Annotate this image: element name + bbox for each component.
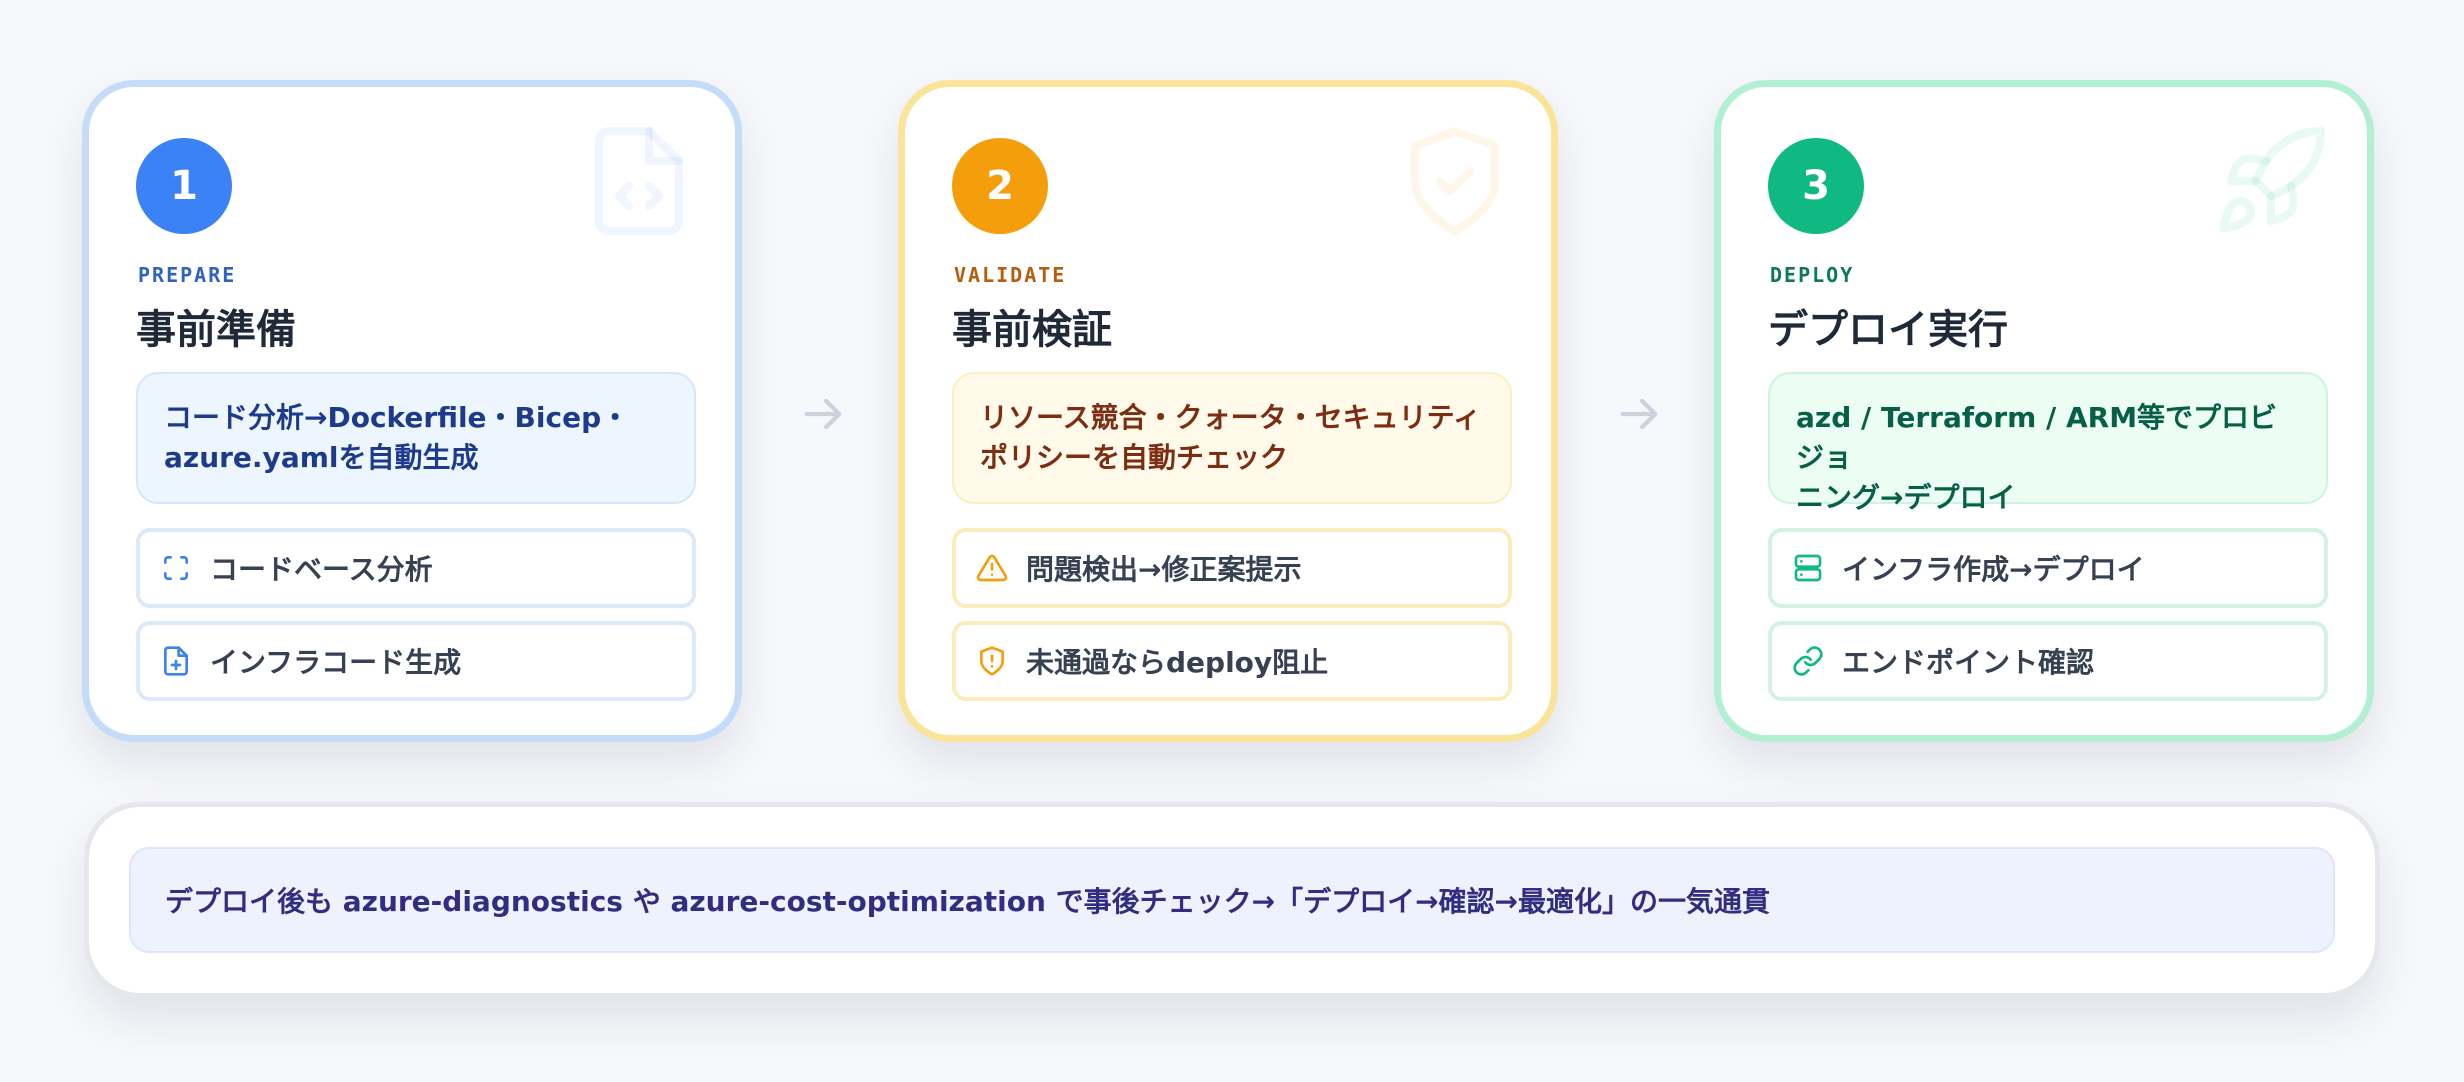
step-card-prepare: 1 PREPARE 事前準備 コード分析→Dockerfile・Bicep・ a… <box>82 80 742 742</box>
file-code-icon <box>595 127 683 235</box>
description-line: コード分析→Dockerfile・Bicep・ <box>164 401 630 434</box>
summary-panel: デプロイ後も azure-diagnostics や azure-cost-op… <box>84 802 2380 998</box>
description-line: azure.yamlを自動生成 <box>164 441 479 474</box>
step-title: 事前検証 <box>952 307 1112 353</box>
step-number: 3 <box>1768 138 1864 234</box>
step-title: デプロイ実行 <box>1768 307 2008 353</box>
feature-label: インフラコード生成 <box>210 646 462 679</box>
feature-item: 問題検出→修正案提示 <box>952 528 1512 608</box>
rocket-icon <box>2219 126 2325 233</box>
description-line: ポリシーを自動チェック <box>980 441 1289 474</box>
feature-item: コードベース分析 <box>136 528 696 608</box>
feature-item: 未通過ならdeploy阻止 <box>952 621 1512 701</box>
step-tag: VALIDATE <box>954 263 1067 287</box>
step-number: 2 <box>952 138 1048 234</box>
description-line: azd / Terraform / ARM等でプロビジョ <box>1796 401 2278 474</box>
step-number: 1 <box>136 138 232 234</box>
step-description: コード分析→Dockerfile・Bicep・ azure.yamlを自動生成 <box>136 372 696 504</box>
summary-text: デプロイ後も azure-diagnostics や azure-cost-op… <box>129 847 2335 953</box>
feature-label: 未通過ならdeploy阻止 <box>1026 646 1329 679</box>
shield-check-icon <box>1411 127 1499 235</box>
feature-item: インフラコード生成 <box>136 621 696 701</box>
feature-label: コードベース分析 <box>210 553 433 586</box>
step-description: azd / Terraform / ARM等でプロビジョ ニング→デプロイ <box>1768 372 2328 514</box>
step-tag: PREPARE <box>138 263 237 287</box>
step-card-deploy: 3 DEPLOY デプロイ実行 azd / Terraform / ARM等でプ… <box>1714 80 2374 742</box>
step-description: リソース競合・クォータ・セキュリティ ポリシーを自動チェック <box>952 372 1512 504</box>
feature-label: エンドポイント確認 <box>1842 646 2095 679</box>
step-card-validate: 2 VALIDATE 事前検証 リソース競合・クォータ・セキュリティ ポリシーを… <box>898 80 1558 742</box>
link-icon <box>1793 646 1823 676</box>
warning-triangle-icon <box>976 554 1008 582</box>
shield-alert-icon <box>980 646 1004 676</box>
arrow-right-icon <box>804 398 842 430</box>
scan-icon <box>164 556 188 580</box>
feature-item: インフラ作成→デプロイ <box>1768 528 2328 608</box>
file-plus-icon <box>164 646 188 676</box>
step-title: 事前準備 <box>136 307 296 353</box>
description-line: ニング→デプロイ <box>1796 481 2016 514</box>
feature-label: 問題検出→修正案提示 <box>1026 553 1302 586</box>
description-line: リソース競合・クォータ・セキュリティ <box>980 401 1481 434</box>
feature-label: インフラ作成→デプロイ <box>1842 553 2145 586</box>
arrow-right-icon <box>1620 398 1658 430</box>
step-tag: DEPLOY <box>1770 263 1855 287</box>
server-icon <box>1794 554 1822 582</box>
feature-item: エンドポイント確認 <box>1768 621 2328 701</box>
